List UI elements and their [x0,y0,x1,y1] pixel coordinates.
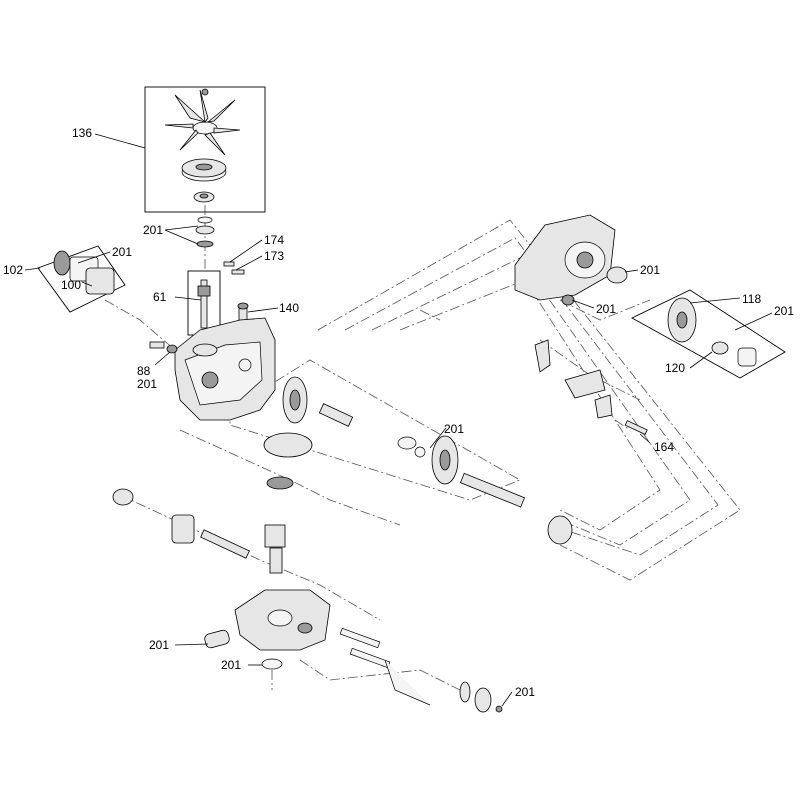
bearing-icon [196,240,214,248]
callout-164: 164 [654,440,675,454]
callout-201-filter: 201 [112,245,133,259]
washer-icon [197,216,213,224]
callout-120: 120 [665,361,686,375]
brake-cam-icon [594,394,613,419]
swashplate-icon [112,488,134,506]
plug-icon [166,344,178,354]
o-ring-icon [261,658,283,670]
hub-nut-icon [711,341,729,355]
dashed-routing-lines [104,205,741,691]
axle-shaft-icon [459,472,525,508]
bolt-icon [339,627,381,649]
callout-136: 136 [72,126,93,140]
input-shaft-assembly [187,270,221,336]
pump-shaft-icon [200,529,250,559]
return-rod-icon [384,659,431,706]
callout-201-washer: 201 [143,223,164,237]
callout-201-oring: 201 [221,658,242,672]
plug-88 [149,341,178,354]
hydraulic-pump-lower [112,488,503,713]
filter-screen-icon [204,629,230,649]
transaxle-housing-right [514,214,628,306]
input-shaft-icon [200,279,208,329]
callout-201-gear: 201 [444,422,465,436]
transaxle-housing-left [174,317,276,421]
axle-seal-icon [606,266,628,284]
seal-ring-icon [195,225,215,235]
callout-61: 61 [153,290,167,304]
cylinder-block-icon [171,514,195,544]
bracket-icon [534,339,551,373]
bolt-icon [349,647,391,669]
pin-173-icon [231,269,245,275]
callout-201-screen: 201 [149,638,170,652]
idler-shaft-icon [318,403,354,427]
differential-icon [263,432,313,458]
seal-icon [561,294,575,306]
bearing-icon [397,436,417,450]
callout-201-plug: 201 [137,377,158,391]
washer-stack [195,216,215,248]
fan-pulley-assembly [144,86,266,213]
leader-lines [24,133,773,707]
axle-hub-icon [547,515,573,545]
retaining-ring-icon [495,705,503,713]
plug-screw-icon [149,341,165,349]
callout-100: 100 [61,278,82,292]
pulley-icon [181,158,227,182]
hub-frame [631,289,786,379]
pin-parts [223,261,245,275]
gear-train [263,376,573,545]
oil-filter-assembly [37,245,126,313]
callout-174: 174 [264,233,285,247]
fan-assembly-frame [144,86,266,213]
pin-174-icon [223,261,235,267]
callout-102: 102 [3,263,24,277]
callout-140: 140 [279,301,300,315]
brake-linkage [534,339,648,435]
spring-icon [624,420,648,435]
motor-block-icon [264,524,286,548]
callout-173: 173 [264,249,285,263]
callout-201-seal: 201 [596,302,617,316]
pinion-gear-icon [474,687,492,713]
motor-shaft-icon [269,547,283,574]
callout-201-hub: 201 [774,304,795,318]
shaft-gear-icon [197,285,211,297]
oil-filter-icon [85,267,115,295]
wheel-hub-assembly [631,289,786,379]
callout-201-ring: 201 [515,685,536,699]
fan-icon [164,88,241,156]
washer-icon [459,681,471,703]
bevel-gear-icon [266,476,294,490]
brake-arm-icon [564,369,606,399]
callout-118: 118 [742,292,762,306]
callout-88: 88 [137,364,151,378]
o-ring-icon [414,446,426,458]
filter-cap-icon [53,250,71,276]
filter-frame [37,245,126,313]
callout-201-axle-seal: 201 [640,263,661,277]
hub-nut-icon [193,191,215,203]
hub-cap-icon [737,347,757,367]
